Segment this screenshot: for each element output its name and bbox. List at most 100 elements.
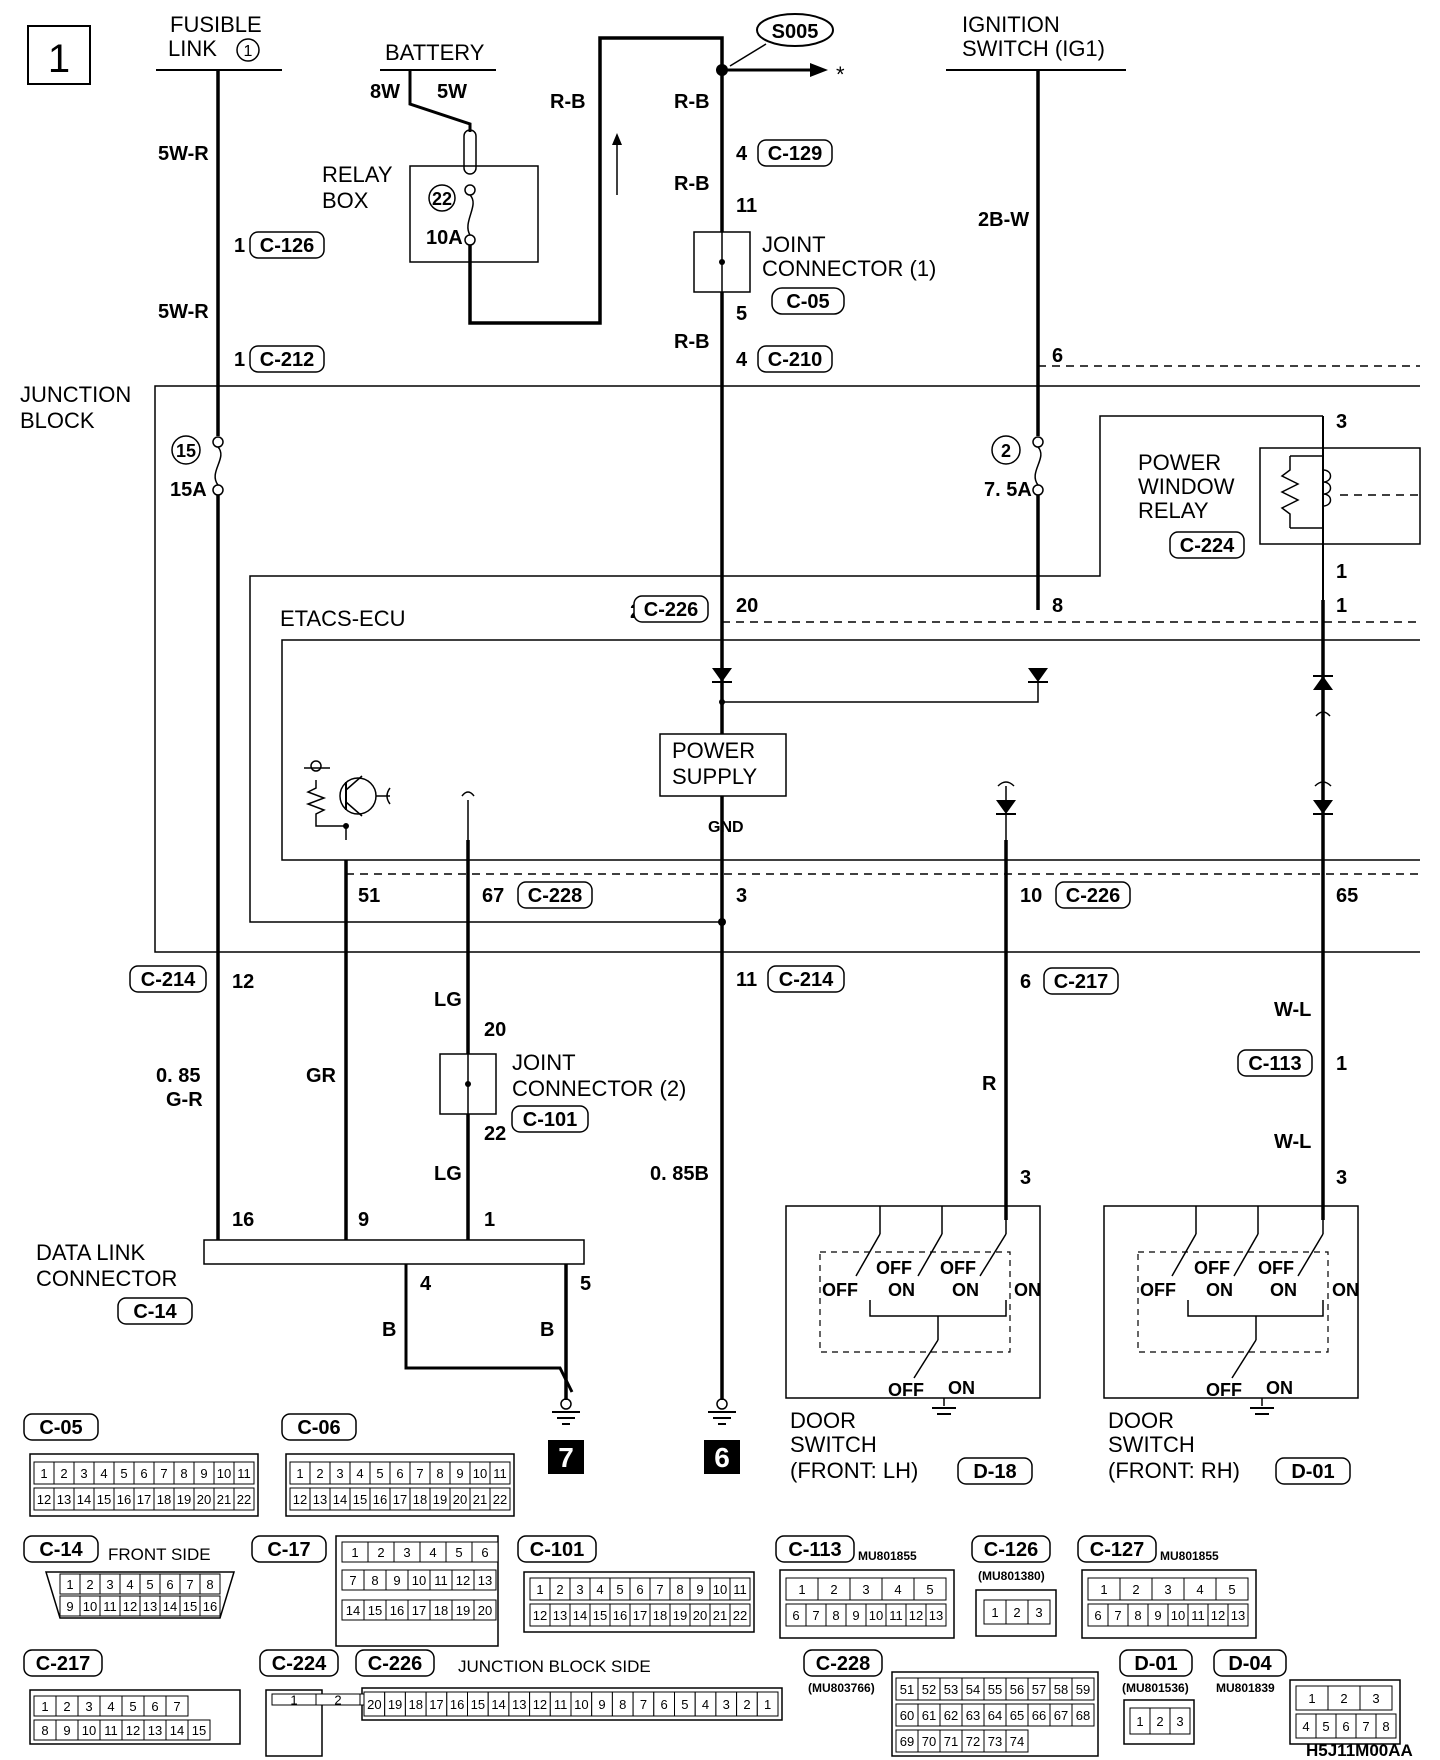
- c05-pin-label: 10: [217, 1466, 231, 1481]
- battery-wire: [408, 70, 472, 132]
- c226-pin-label: 3: [723, 1697, 730, 1712]
- c05-pin-label: 3: [80, 1466, 87, 1481]
- c228-pin-label: 74: [1010, 1734, 1024, 1749]
- c217-cell: [165, 1695, 189, 1717]
- lh-off-2: OFF: [876, 1258, 912, 1278]
- ground-7: 7: [558, 1442, 574, 1473]
- c06-pin-label: 9: [456, 1466, 463, 1481]
- c101-pin-label: 20: [693, 1608, 707, 1623]
- c228-pin-label: 62: [944, 1708, 958, 1723]
- c101-pin-label: 3: [576, 1582, 583, 1597]
- pin-c129: 4: [736, 143, 748, 165]
- d04-pin-label: 8: [1382, 1719, 1389, 1734]
- c05-pin-label: 8: [180, 1466, 187, 1481]
- legend-c17-face: [335, 1535, 499, 1647]
- c113-pin-label: 4: [894, 1582, 901, 1597]
- c126-cell: [1027, 1599, 1051, 1625]
- ignition-label-2: SWITCH (IG1): [962, 36, 1105, 61]
- legend-c14: C-14: [39, 1539, 83, 1561]
- c05-pin-label: 11: [237, 1466, 251, 1481]
- c101-pin-label: 12: [533, 1608, 547, 1623]
- c228-pin-label: 69: [900, 1734, 914, 1749]
- c226-pin-label: 5: [681, 1697, 688, 1712]
- fusible-link-label-2: LINK: [168, 36, 217, 61]
- conn-c212: C-212: [260, 349, 314, 371]
- rh-on-2: ON: [1270, 1280, 1297, 1300]
- c14-pin-label: 15: [183, 1599, 197, 1614]
- c228-cell: [1071, 1677, 1095, 1701]
- wire-rb-3: R-B: [674, 331, 710, 353]
- c06-pin-label: 6: [396, 1466, 403, 1481]
- door-switch-lh-contact-main: [913, 1339, 939, 1379]
- d04-cell: [1375, 1713, 1397, 1739]
- c217-pin-label: 13: [148, 1723, 162, 1738]
- c14-pin-label: 13: [143, 1599, 157, 1614]
- lh-on-1: ON: [888, 1280, 915, 1300]
- door-switch-rh-label: DOOR: [1108, 1408, 1174, 1433]
- c127-pin-label: 13: [1231, 1608, 1245, 1623]
- door-switch-lh-box: [785, 1205, 1041, 1399]
- wire-b-2: B: [540, 1319, 554, 1341]
- c101-pin-label: 19: [673, 1608, 687, 1623]
- pin-ig-6: 6: [1052, 345, 1063, 367]
- c101-pin-label: 17: [633, 1608, 647, 1623]
- conn-c228: C-228: [528, 885, 582, 907]
- pin-jc1-out: 5: [736, 303, 747, 325]
- c06-pin-label: 5: [376, 1466, 383, 1481]
- c05-cell: [233, 1487, 255, 1511]
- c05-pin-label: 5: [120, 1466, 127, 1481]
- c228-pin-label: 67: [1054, 1708, 1068, 1723]
- c06-pin-label: 20: [453, 1492, 467, 1507]
- page-number: 1: [48, 37, 70, 81]
- legend-c17: C-17: [267, 1539, 310, 1561]
- c05-pin-label: 9: [200, 1466, 207, 1481]
- c217-pin-label: 10: [82, 1723, 96, 1738]
- etacs-ecu-label: ETACS-ECU: [280, 606, 406, 631]
- c17-pin-label: 4: [429, 1545, 436, 1560]
- c228-cell: [1005, 1729, 1029, 1753]
- c127-pin-label: 9: [1154, 1608, 1161, 1623]
- lh-on-main: ON: [948, 1378, 975, 1398]
- d01-pin-label: 1: [1136, 1714, 1143, 1729]
- fuse-2-number: 2: [1001, 441, 1011, 461]
- fuse-symbol: [467, 194, 474, 236]
- fusible-link-number: 1: [244, 43, 253, 60]
- c17-pin-label: 17: [412, 1603, 426, 1618]
- d04-pin-label: 2: [1340, 1691, 1347, 1706]
- relay-box-label-2: BOX: [322, 188, 369, 213]
- legend-c126-face: [975, 1589, 1057, 1637]
- data-link-connector: [203, 1239, 585, 1265]
- c127-pin-label: 2: [1132, 1582, 1139, 1597]
- d01-pin-label: 3: [1176, 1714, 1183, 1729]
- c228-pin-label: 64: [988, 1708, 1002, 1723]
- wire-2bw: 2B-W: [978, 209, 1029, 231]
- c228-pin-label: 68: [1076, 1708, 1090, 1723]
- dlc-label: DATA LINK: [36, 1240, 146, 1265]
- c17-pin-label: 7: [349, 1573, 356, 1588]
- door-switch-lh-label-3: (FRONT: LH): [790, 1458, 918, 1483]
- pin-dlc-9: 9: [358, 1209, 369, 1231]
- fuse-2-amps: 7. 5A: [984, 479, 1032, 501]
- relay-coil: [1322, 469, 1332, 507]
- joint-connector-1-label-2: CONNECTOR (1): [762, 256, 936, 281]
- c06-pin-label: 8: [436, 1466, 443, 1481]
- c05-pin-label: 6: [140, 1466, 147, 1481]
- d01-cell: [1169, 1707, 1191, 1735]
- c101-cell: [729, 1603, 751, 1627]
- c101-pin-label: 4: [596, 1582, 603, 1597]
- inner-ground-loop: [249, 415, 1323, 923]
- junction-block-label-2: BLOCK: [20, 408, 95, 433]
- legend-d04: D-04: [1228, 1653, 1272, 1675]
- c17-pin-label: 10: [412, 1573, 426, 1588]
- c14-pin-label: 14: [163, 1599, 177, 1614]
- c226-pin-label: 12: [533, 1697, 547, 1712]
- c17-pin-label: 11: [434, 1573, 448, 1588]
- relay-fuse-amps: 10A: [426, 227, 463, 249]
- pullup-resistor: [305, 780, 346, 827]
- ground-6: 6: [714, 1442, 730, 1473]
- c14-pin-label: 16: [203, 1599, 217, 1614]
- wire-lg-2: LG: [434, 1163, 462, 1185]
- pin-dlc-16: 16: [232, 1209, 254, 1231]
- ecu-diode-2: [1028, 668, 1048, 682]
- door-switch-lh-label-2: SWITCH: [790, 1432, 877, 1457]
